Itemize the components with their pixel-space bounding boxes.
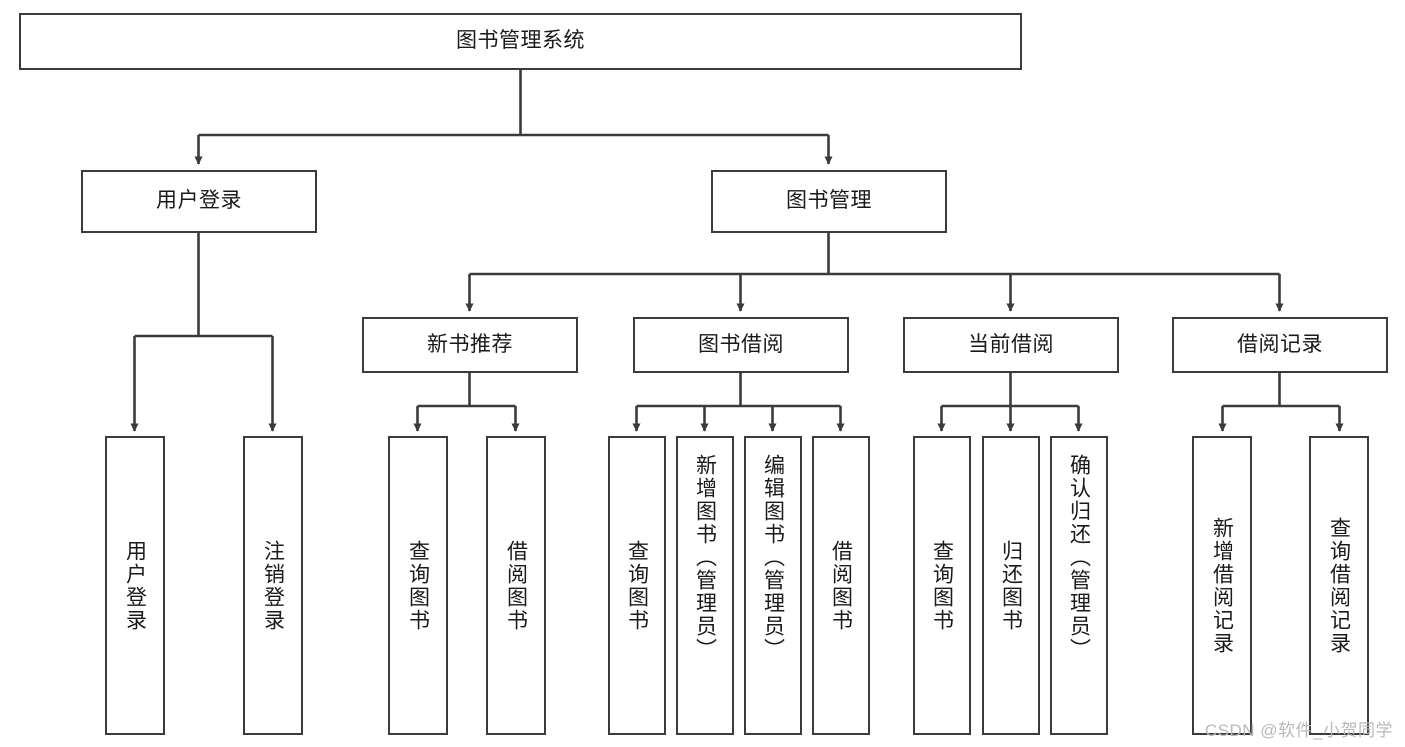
leaf-edit-book[interactable]: 编辑图书（管理员） — [744, 436, 802, 735]
node-current-borrow[interactable]: 当前借阅 — [903, 317, 1119, 373]
node-user-login-label: 用户登录 — [156, 189, 242, 213]
node-borrow-record-label: 借阅记录 — [1237, 332, 1323, 356]
node-new-book-recommend-label: 新书推荐 — [427, 332, 513, 356]
leaf-return-book[interactable]: 归还图书 — [982, 436, 1040, 735]
leaf-query-book-3-label: 查询图书 — [930, 539, 954, 632]
leaf-query-book-3[interactable]: 查询图书 — [913, 436, 971, 735]
node-root[interactable]: 图书管理系统 — [19, 13, 1022, 70]
node-book-manage-label: 图书管理 — [786, 189, 872, 213]
leaf-borrow-book-1-label: 借阅图书 — [504, 539, 528, 632]
node-book-borrow[interactable]: 图书借阅 — [633, 317, 849, 373]
leaf-borrow-book-1[interactable]: 借阅图书 — [486, 436, 546, 735]
node-user-login[interactable]: 用户登录 — [81, 170, 317, 233]
node-new-book-recommend[interactable]: 新书推荐 — [362, 317, 578, 373]
leaf-logout-login-label: 注销登录 — [261, 539, 285, 632]
node-borrow-record[interactable]: 借阅记录 — [1172, 317, 1388, 373]
leaf-logout-login[interactable]: 注销登录 — [243, 436, 303, 735]
leaf-borrow-book-2-label: 借阅图书 — [829, 539, 853, 632]
node-book-borrow-label: 图书借阅 — [698, 332, 784, 356]
leaf-confirm-return[interactable]: 确认归还（管理员） — [1050, 436, 1108, 735]
node-book-manage[interactable]: 图书管理 — [711, 170, 947, 233]
leaf-query-book-1[interactable]: 查询图书 — [388, 436, 448, 735]
leaf-query-book-1-label: 查询图书 — [406, 539, 430, 632]
leaf-confirm-return-label: 确认归还（管理员） — [1067, 454, 1091, 661]
leaf-query-record[interactable]: 查询借阅记录 — [1309, 436, 1369, 735]
leaf-add-book[interactable]: 新增图书（管理员） — [676, 436, 734, 735]
leaf-user-login-label: 用户登录 — [123, 539, 147, 632]
node-current-borrow-label: 当前借阅 — [968, 332, 1054, 356]
leaf-edit-book-label: 编辑图书（管理员） — [761, 454, 785, 661]
leaf-borrow-book-2[interactable]: 借阅图书 — [812, 436, 870, 735]
leaf-return-book-label: 归还图书 — [999, 539, 1023, 632]
csdn-watermark: CSDN @软件_小贺同学 — [1204, 721, 1393, 740]
leaf-query-book-2-label: 查询图书 — [625, 539, 649, 632]
leaf-user-login[interactable]: 用户登录 — [105, 436, 165, 735]
leaf-query-record-label: 查询借阅记录 — [1327, 516, 1351, 655]
leaf-query-book-2[interactable]: 查询图书 — [608, 436, 666, 735]
leaf-add-book-label: 新增图书（管理员） — [693, 454, 717, 661]
leaf-add-record[interactable]: 新增借阅记录 — [1192, 436, 1252, 735]
leaf-add-record-label: 新增借阅记录 — [1210, 516, 1234, 655]
node-root-label: 图书管理系统 — [456, 29, 585, 53]
